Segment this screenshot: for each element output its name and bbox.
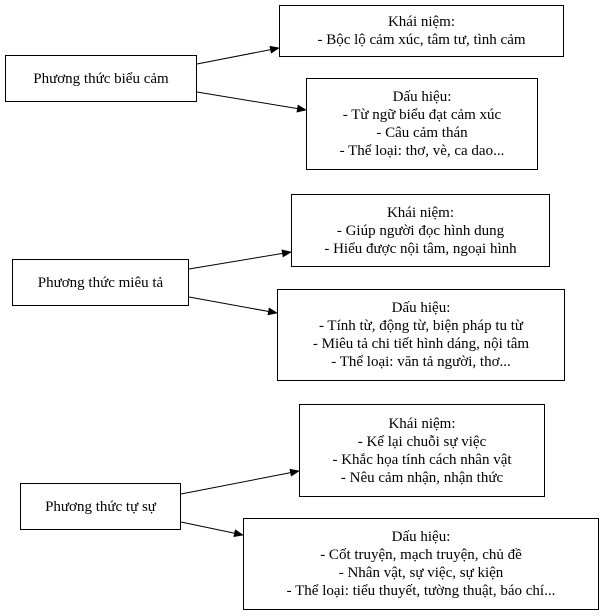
concept-line: - Hiểu được nội tâm, ngoại hình [324,240,517,257]
signs-line: - Cốt truyện, mạch truyện, chủ đề [320,547,522,563]
signs-line: - Thể loại: thơ, vè, ca dao... [339,143,505,159]
method-label: Phương thức tự sự [45,498,156,515]
concept-node-bieu-cam: Khái niệm: - Bộc lộ cảm xúc, tâm tư, tìn… [279,5,564,57]
concept-line: - Bộc lộ cảm xúc, tâm tư, tình cảm [317,32,526,48]
signs-line: - Thể loại: tiểu thuyết, tường thuật, bá… [286,583,556,599]
signs-title: Dấu hiệu: [391,300,451,316]
signs-node-bieu-cam: Dấu hiệu: - Từ ngữ biểu đạt cảm xúc - Câ… [306,78,538,170]
edge-mieu-ta-to-dau-hieu [188,296,278,316]
method-label: Phương thức biểu cảm [33,70,169,87]
method-node-bieu-cam: Phương thức biểu cảm [5,55,197,102]
signs-title: Dấu hiệu: [391,529,451,545]
method-node-tu-su: Phương thức tự sự [20,483,181,530]
edge-mieu-ta-to-khai-niem [188,249,292,270]
concept-line: - Kể lại chuỗi sự việc [357,433,487,450]
signs-node-mieu-ta: Dấu hiệu: - Tính từ, động từ, biện pháp … [277,289,565,381]
signs-line: - Thể loại: văn tả người, thơ... [331,354,511,370]
concept-line: - Nêu cảm nhận, nhận thức [340,469,504,486]
method-node-mieu-ta: Phương thức miêu tả [12,259,189,306]
concept-title: Khái niệm: [386,204,455,221]
concept-line: - Giúp người đọc hình dung [336,222,505,239]
edge-tu-su-to-khai-niem [180,468,300,495]
signs-node-tu-su: Dấu hiệu: - Cốt truyện, mạch truyện, chủ… [243,518,599,610]
signs-line: - Nhân vật, sự việc, sự kiện [338,565,504,581]
signs-line: - Câu cảm thán [376,125,468,141]
edge-tu-su-to-dau-hieu [180,521,244,538]
signs-line: - Miêu tả chi tiết hình dáng, nội tâm [312,336,530,352]
concept-title: Khái niệm: [387,14,456,30]
method-label: Phương thức miêu tả [37,274,164,291]
signs-title: Dấu hiệu: [392,89,452,105]
edge-bieu-cam-to-dau-hieu [196,91,307,113]
concept-title: Khái niệm: [388,415,456,432]
signs-line: - Tính từ, động từ, biện pháp tu từ [318,318,524,334]
concept-node-mieu-ta: Khái niệm: - Giúp người đọc hình dung - … [291,194,550,267]
concept-line: - Khắc họa tính cách nhân vật [332,451,512,468]
edge-bieu-cam-to-khai-niem [196,45,280,65]
signs-line: - Từ ngữ biểu đạt cảm xúc [342,107,502,123]
concept-node-tu-su: Khái niệm: - Kể lại chuỗi sự việc - Khắc… [299,404,545,497]
